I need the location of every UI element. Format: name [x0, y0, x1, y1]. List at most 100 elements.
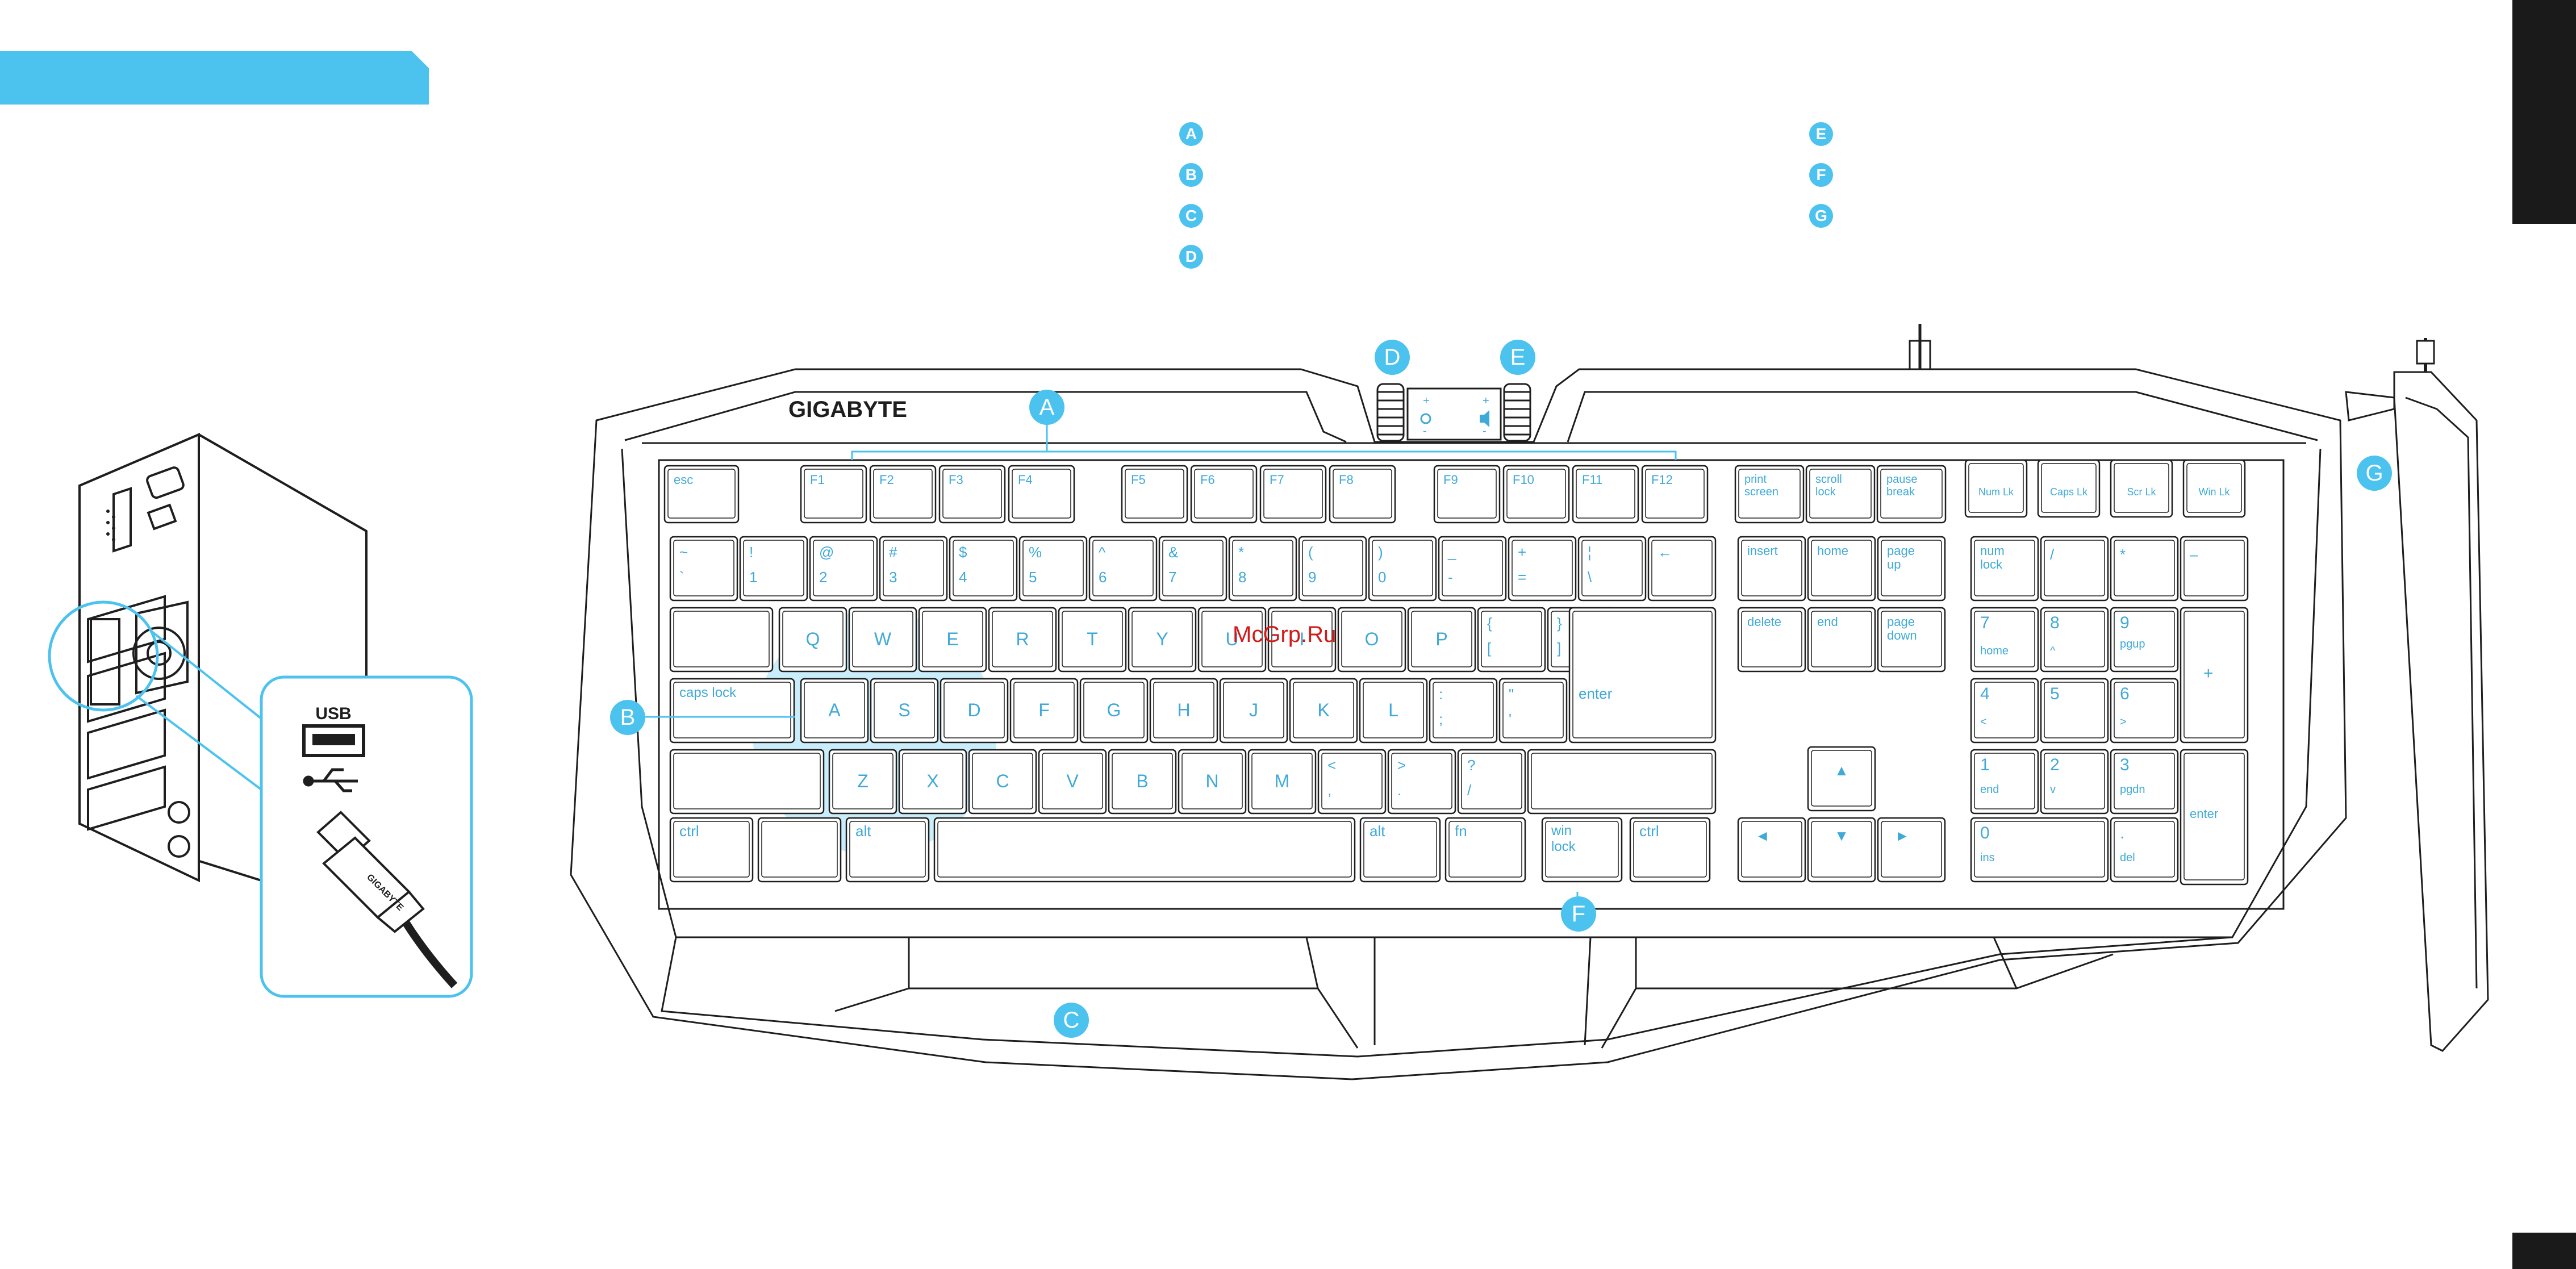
key-rctrl[interactable]	[1629, 817, 1711, 883]
key-np-plus[interactable]	[2180, 607, 2249, 744]
key-np8[interactable]	[2040, 607, 2109, 673]
key-d[interactable]	[940, 678, 1009, 744]
key-o[interactable]	[1337, 607, 1406, 673]
key-b[interactable]	[1108, 749, 1177, 815]
key-u[interactable]	[1197, 607, 1267, 673]
key-n7[interactable]	[1158, 536, 1228, 602]
key-capslock[interactable]	[669, 678, 795, 744]
key-np1[interactable]	[1970, 749, 2039, 815]
key-np-slash[interactable]	[2040, 536, 2109, 602]
key-quote[interactable]	[1498, 678, 1568, 744]
key-space[interactable]	[933, 817, 1356, 883]
key-v[interactable]	[1038, 749, 1107, 815]
key-backspace[interactable]	[1647, 536, 1717, 602]
key-np7[interactable]	[1970, 607, 2039, 673]
key-f9[interactable]	[1433, 465, 1501, 524]
key-np-enter[interactable]	[2180, 749, 2249, 886]
key-g[interactable]	[1079, 678, 1149, 744]
key-c[interactable]	[968, 749, 1037, 815]
key-insert[interactable]	[1737, 536, 1806, 602]
key-r[interactable]	[988, 607, 1057, 673]
key-pause[interactable]	[1876, 465, 1947, 524]
key-ralt[interactable]	[1359, 817, 1441, 883]
key-n0[interactable]	[1368, 536, 1437, 602]
key-minus[interactable]	[1438, 536, 1507, 602]
key-arrow-right[interactable]	[1877, 817, 1946, 883]
key-np-minus[interactable]	[2180, 536, 2249, 602]
key-i[interactable]	[1267, 607, 1337, 673]
key-n1[interactable]	[739, 536, 808, 602]
key-n[interactable]	[1178, 749, 1247, 815]
key-m[interactable]	[1247, 749, 1317, 815]
key-f7[interactable]	[1259, 465, 1327, 524]
key-np4[interactable]	[1970, 678, 2039, 744]
key-j[interactable]	[1219, 678, 1288, 744]
key-lbracket[interactable]	[1477, 607, 1546, 673]
key-indicator-2[interactable]	[2037, 459, 2101, 518]
key-e[interactable]	[918, 607, 987, 673]
key-a[interactable]	[800, 678, 869, 744]
key-numlock[interactable]	[1970, 536, 2039, 602]
key-f3[interactable]	[938, 465, 1006, 524]
key-f1[interactable]	[800, 465, 867, 524]
key-semicolon[interactable]	[1429, 678, 1498, 744]
key-f8[interactable]	[1329, 465, 1396, 524]
key-np6[interactable]	[2110, 678, 2179, 744]
key-bs[interactable]	[1577, 536, 1647, 602]
key-t[interactable]	[1058, 607, 1127, 673]
key-indicator-4[interactable]	[2182, 459, 2246, 518]
key-s[interactable]	[870, 678, 939, 744]
key-comma[interactable]	[1317, 749, 1387, 815]
key-f11[interactable]	[1572, 465, 1639, 524]
key-y[interactable]	[1128, 607, 1197, 673]
key-lctrl[interactable]	[669, 817, 754, 883]
key-esc[interactable]	[663, 465, 740, 524]
key-f10[interactable]	[1502, 465, 1570, 524]
key-n6[interactable]	[1088, 536, 1158, 602]
key-h[interactable]	[1149, 678, 1218, 744]
key-dot[interactable]	[1387, 749, 1456, 815]
key-q[interactable]	[778, 607, 847, 673]
key-np0[interactable]	[1970, 817, 2109, 883]
key-scroll[interactable]	[1805, 465, 1876, 524]
key-indicator-1[interactable]	[1964, 459, 2028, 518]
key-x[interactable]	[898, 749, 967, 815]
key-z[interactable]	[828, 749, 897, 815]
key-f5[interactable]	[1121, 465, 1188, 524]
key-delete[interactable]	[1737, 607, 1806, 673]
key-np3[interactable]	[2110, 749, 2179, 815]
key-end[interactable]	[1807, 607, 1876, 673]
key-fn[interactable]	[1444, 817, 1526, 883]
key-pagedown[interactable]	[1877, 607, 1946, 673]
key-np2[interactable]	[2040, 749, 2109, 815]
key-f12[interactable]	[1641, 465, 1709, 524]
key-n9[interactable]	[1298, 536, 1367, 602]
key-f6[interactable]	[1190, 465, 1258, 524]
key-lshift[interactable]	[669, 749, 825, 815]
key-arrow-up[interactable]	[1807, 746, 1876, 812]
key-tab[interactable]	[669, 607, 774, 673]
key-np-dot[interactable]	[2110, 817, 2179, 883]
key-win[interactable]	[757, 817, 842, 883]
key-pageup[interactable]	[1877, 536, 1946, 602]
key-n8[interactable]	[1228, 536, 1297, 602]
key-enter[interactable]	[1568, 607, 1717, 744]
key-tilde[interactable]	[669, 536, 738, 602]
key-arrow-down[interactable]	[1807, 817, 1876, 883]
key-lalt[interactable]	[845, 817, 930, 883]
key-n5[interactable]	[1018, 536, 1088, 602]
key-f2[interactable]	[869, 465, 937, 524]
key-home[interactable]	[1807, 536, 1876, 602]
key-n2[interactable]	[809, 536, 878, 602]
key-question[interactable]	[1457, 749, 1526, 815]
key-f4[interactable]	[1008, 465, 1075, 524]
key-print[interactable]	[1734, 465, 1805, 524]
key-np9[interactable]	[2110, 607, 2179, 673]
key-winlock[interactable]	[1541, 817, 1623, 883]
key-f[interactable]	[1009, 678, 1079, 744]
key-rshift[interactable]	[1527, 749, 1717, 815]
key-p[interactable]	[1407, 607, 1476, 673]
key-arrow-left[interactable]	[1737, 817, 1806, 883]
key-eq[interactable]	[1508, 536, 1577, 602]
key-w[interactable]	[848, 607, 917, 673]
